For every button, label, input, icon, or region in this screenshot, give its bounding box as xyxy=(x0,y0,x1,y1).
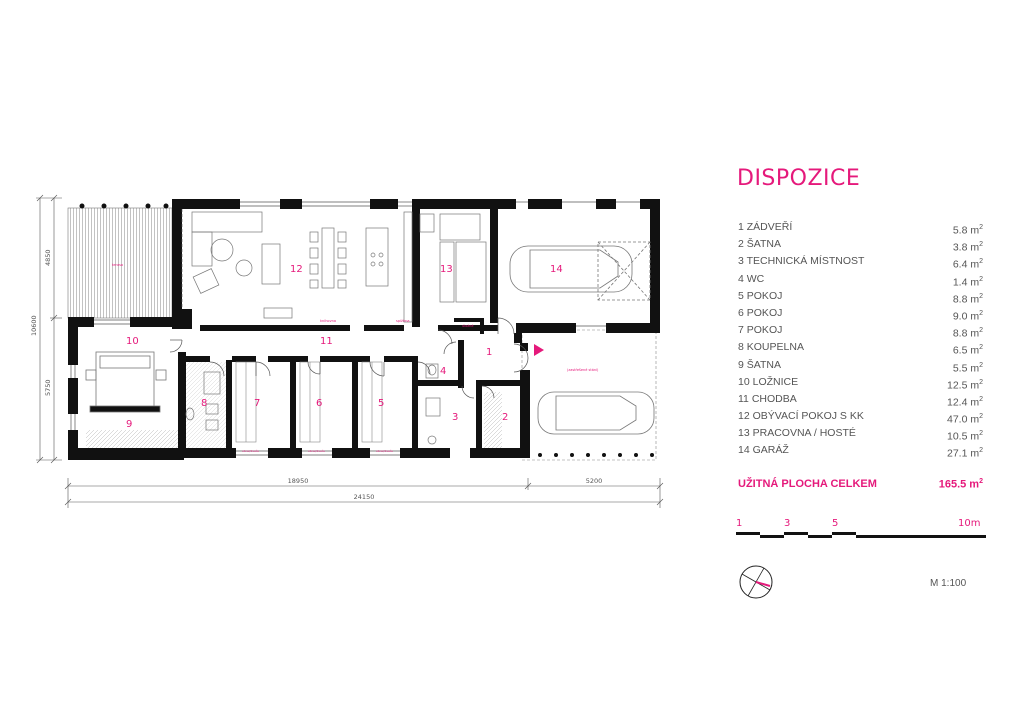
room-number-13: 13 xyxy=(440,264,453,275)
living-furniture xyxy=(191,211,487,323)
wardrobe-9-hatch xyxy=(86,430,178,448)
room-number-12: 12 xyxy=(290,264,303,275)
room-number-8: 8 xyxy=(201,398,207,409)
total-area: UŽITNÁ PLOCHA CELKEM 165.5 m2 xyxy=(738,478,983,491)
scale-bar: 1 3 5 10m xyxy=(736,518,986,538)
bathroom-hatch xyxy=(186,362,228,448)
terrace-label: terasa xyxy=(112,263,123,267)
kitchen-label: knihovna xyxy=(320,319,336,323)
legend-title: DISPOZICE xyxy=(737,166,861,191)
room-number-7: 7 xyxy=(254,398,260,409)
dimension-left xyxy=(36,194,62,464)
total-label: UŽITNÁ PLOCHA CELKEM xyxy=(738,478,877,490)
window-label-1: okno/dveře xyxy=(242,449,259,453)
room-wardrobes xyxy=(235,361,383,443)
dim-bottom-b: 5200 xyxy=(586,477,603,485)
map-scale-ratio: M 1:100 xyxy=(930,578,967,589)
garage-car xyxy=(509,241,651,301)
total-value: 165.5 m2 xyxy=(938,478,983,491)
dim-bottom-a: 18950 xyxy=(288,477,309,485)
room-number-14: 14 xyxy=(550,264,563,275)
dim-left-top: 4850 xyxy=(44,249,52,266)
room-number-2: 2 xyxy=(502,412,508,423)
room-number-4: 4 xyxy=(440,366,446,377)
closet-2-hatch xyxy=(484,392,502,448)
carport-car xyxy=(537,391,655,435)
dimension-bottom xyxy=(64,478,664,508)
closet-label: úložné xyxy=(462,324,474,328)
room-number-5: 5 xyxy=(378,398,384,409)
walls xyxy=(68,199,660,460)
entry-arrow-icon xyxy=(534,344,544,356)
terrace-posts xyxy=(79,203,169,209)
window-label-2: okno/dveře xyxy=(308,449,325,453)
room-number-11: 11 xyxy=(320,336,333,347)
floor-plan: terasa (zastřešené stání) xyxy=(30,194,664,508)
bathroom-fixtures xyxy=(185,363,441,445)
dim-bottom-total: 24150 xyxy=(354,493,375,501)
terrace-deck xyxy=(67,207,173,319)
windows xyxy=(70,201,640,456)
north-arrow-icon xyxy=(739,565,773,599)
room-number-9: 9 xyxy=(126,419,132,430)
scale-label-10: 10m xyxy=(958,518,980,529)
room-numbers: 1 2 3 4 5 6 7 8 9 10 11 12 13 14 xyxy=(126,264,563,430)
carport-label: (zastřešené stání) xyxy=(567,368,599,372)
scale-label-5: 5 xyxy=(832,518,838,529)
pantry-label: spižírna xyxy=(396,319,410,323)
room-number-10: 10 xyxy=(126,336,139,347)
scale-label-1: 1 xyxy=(736,518,742,529)
door-swings xyxy=(169,317,529,399)
window-label-3: okno/dveře xyxy=(376,449,393,453)
room-number-6: 6 xyxy=(316,398,322,409)
room-number-1: 1 xyxy=(486,347,492,358)
dim-left-bottom: 5750 xyxy=(44,379,52,396)
scale-label-3: 3 xyxy=(784,518,790,529)
bedroom-furniture xyxy=(85,351,167,413)
dim-left-total: 10600 xyxy=(30,315,38,336)
carport-posts xyxy=(538,453,654,457)
room-number-3: 3 xyxy=(452,412,458,423)
